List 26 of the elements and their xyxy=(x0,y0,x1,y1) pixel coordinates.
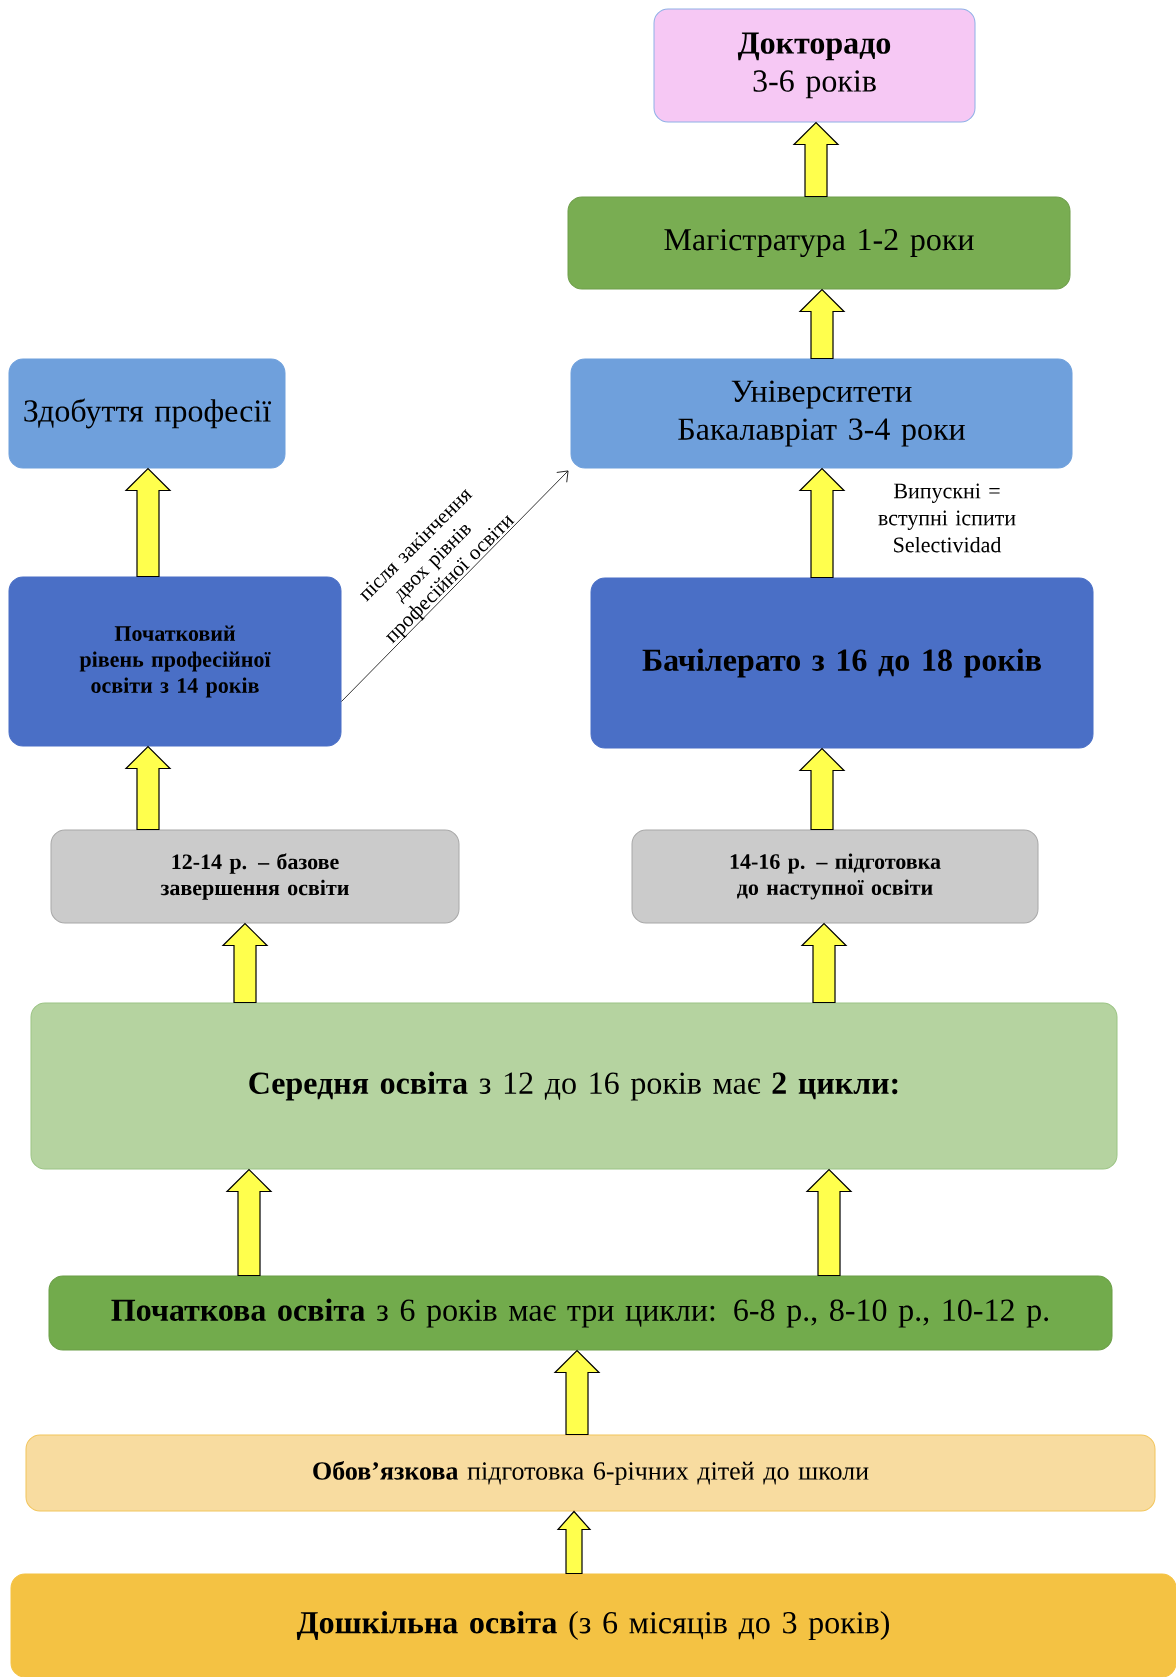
degree-box: Докторадо 3-6 років xyxy=(653,8,976,123)
note-text: Випускні = вступні іспити Selectividad xyxy=(878,483,1016,553)
block-arrow xyxy=(798,467,846,579)
block-arrow xyxy=(124,467,172,578)
block-arrow xyxy=(225,1168,273,1277)
stage-box: Дошкільна освіта (з 6 місяців до 3 років) xyxy=(10,1573,1176,1677)
arrow xyxy=(341,470,569,702)
stage-box: Бачілерато з 16 до 18 років xyxy=(590,577,1094,749)
stage-box: Середня освіта з 12 до 16 років має 2 цикли: xyxy=(30,1002,1118,1170)
stage-box: Обов’язкова підготовка 6-річних дітей до школи xyxy=(25,1434,1156,1512)
block-arrow xyxy=(800,922,848,1004)
stage-box: Початковий рівень професійної освіти з 14 років xyxy=(8,576,342,747)
degree-box: Магістратура 1-2 роки xyxy=(567,196,1071,290)
stage-box: 14-16 р. – підготовка до наступної освіти xyxy=(631,829,1039,924)
block-arrow xyxy=(792,121,840,198)
block-arrow xyxy=(805,1168,853,1277)
block-arrow xyxy=(556,1510,592,1575)
block-arrow xyxy=(221,922,269,1004)
outcome-box: Здобуття професії xyxy=(8,358,286,469)
stage-box: 12-14 р. – базове завершення освіти xyxy=(50,829,460,924)
university-box: Університети Бакалавріат 3-4 роки xyxy=(570,358,1073,469)
block-arrow xyxy=(798,747,846,831)
block-arrow xyxy=(798,288,846,360)
block-arrow xyxy=(124,745,172,831)
block-arrow xyxy=(553,1349,601,1436)
stage-box: Початкова освіта з 6 років має три цикли: 6-8 р., 8-10 р., 10-12 р. xyxy=(48,1275,1113,1351)
